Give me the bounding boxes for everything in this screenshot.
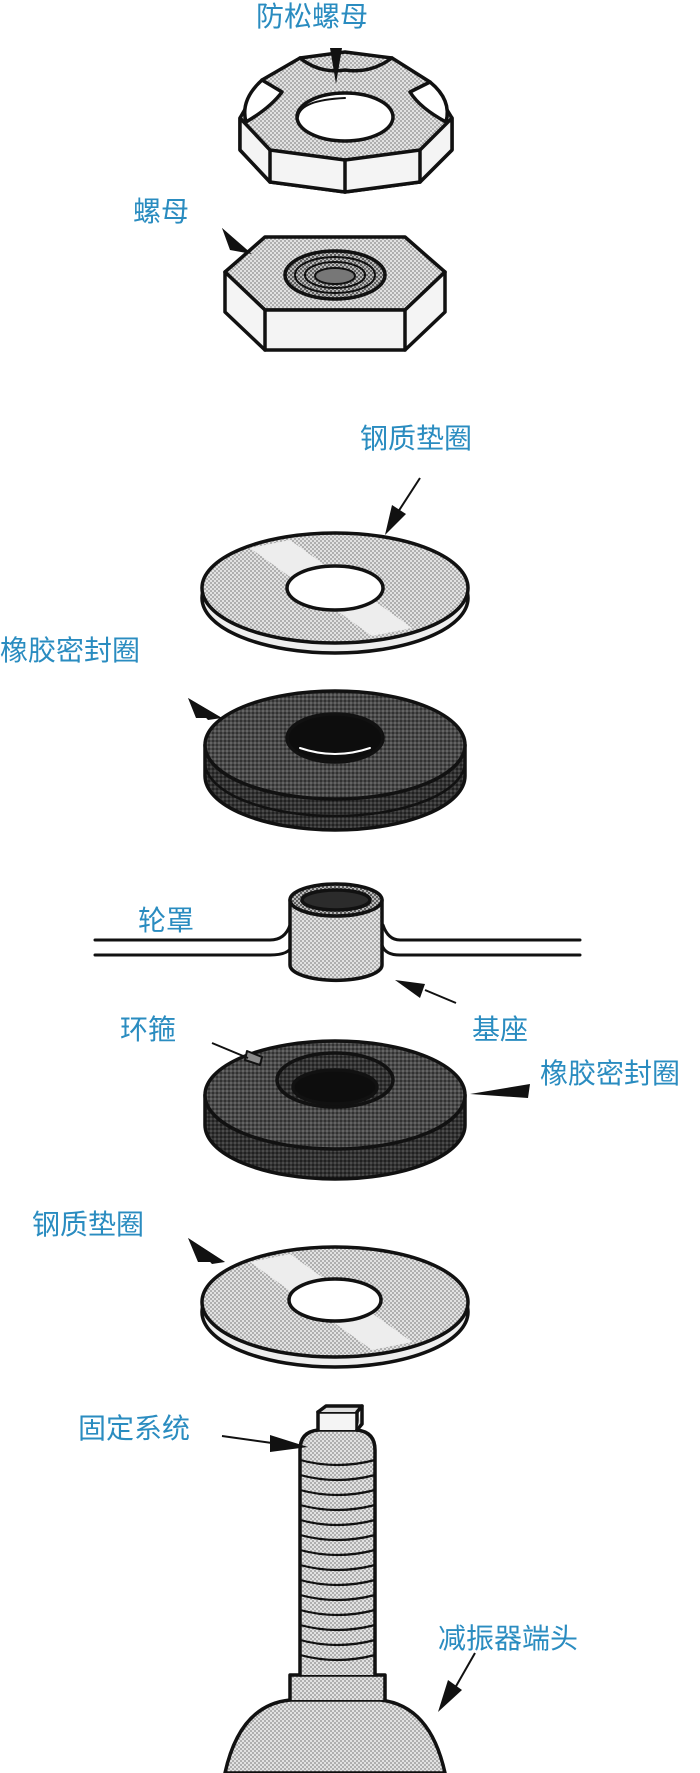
fixing-system-label: 固定系统 [78, 1412, 191, 1445]
steel-washer-top-label: 钢质垫圈 [360, 422, 473, 455]
rubber-seal-top-arrow [188, 698, 222, 720]
lock-nut-part [238, 50, 454, 194]
fixing-system-arrow [221, 1435, 308, 1452]
nut-arrow [222, 228, 252, 254]
wheel-cover-part [93, 882, 582, 983]
steel-washer-bottom-part [200, 1245, 470, 1369]
rubber-seal-top-label: 橡胶密封圈 [0, 634, 141, 667]
steel-washer-top-part [200, 531, 470, 655]
lock-nut-label: 防松螺母 [256, 0, 369, 33]
steel-washer-top-arrow [385, 477, 421, 535]
shock-absorber-end-part [223, 1404, 447, 1773]
base-arrow [395, 980, 457, 1004]
clamp-arrow [211, 1042, 249, 1059]
lock-nut-arrow [330, 48, 342, 84]
shock-absorber-end-arrow [438, 1652, 476, 1712]
wheel-cover-label: 轮罩 [138, 904, 195, 937]
shock-absorber-end-label: 减振器端头 [438, 1622, 579, 1655]
rubber-seal-bottom-part [203, 1039, 467, 1181]
base-label: 基座 [472, 1013, 529, 1046]
rubber-seal-bottom-label: 橡胶密封圈 [540, 1057, 681, 1090]
steel-washer-bottom-label: 钢质垫圈 [32, 1208, 145, 1241]
steel-washer-bottom-arrow [188, 1238, 225, 1264]
rubber-seal-bottom-arrow [470, 1084, 530, 1098]
nut-label: 螺母 [133, 195, 190, 228]
rubber-seal-top-part [203, 689, 467, 832]
clamp-label: 环箍 [120, 1013, 177, 1046]
nut-part [223, 235, 447, 352]
